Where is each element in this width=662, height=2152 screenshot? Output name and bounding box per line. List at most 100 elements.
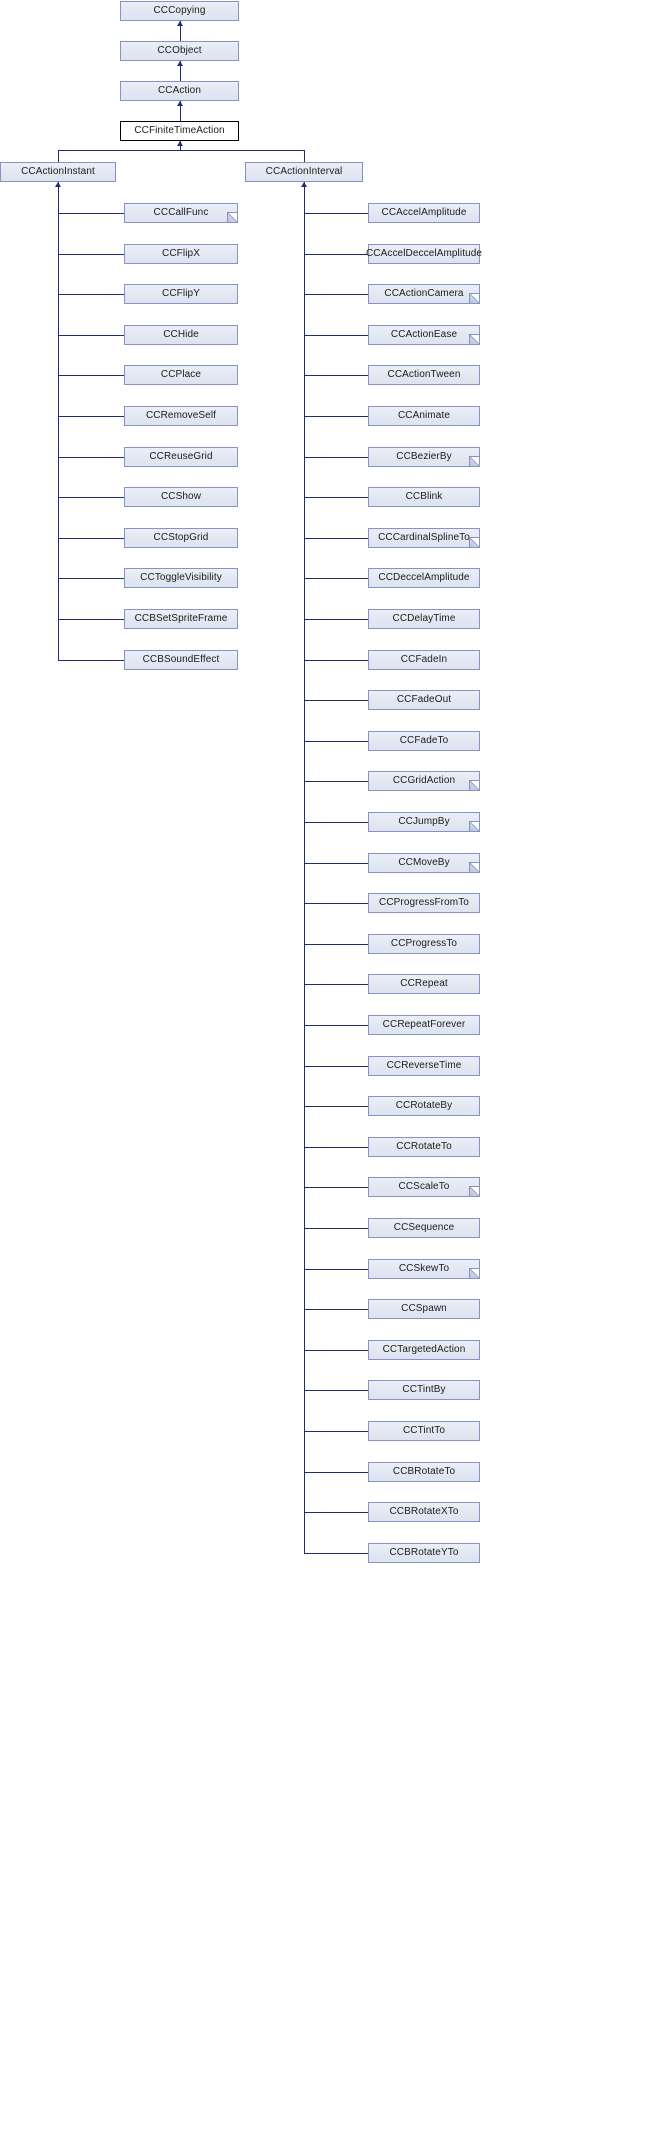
class-node-interval-child-23[interactable]: CCRotateTo [368,1137,480,1157]
class-node-ccaction[interactable]: CCAction [120,81,239,101]
class-label: CCFadeTo [399,735,449,746]
class-label: CCPlace [160,369,202,380]
class-node-interval-child-4[interactable]: CCActionTween [368,365,480,385]
class-label: CCBRotateYTo [389,1547,459,1558]
edge-branch-6 [58,457,124,458]
class-label: CCSequence [393,1222,455,1233]
edge-branch-12 [304,700,368,701]
class-node-interval-child-17[interactable]: CCProgressFromTo [368,893,480,913]
class-label: CCObject [157,45,202,56]
class-label: CCBRotateTo [392,1466,456,1477]
class-label: CCRepeat [400,978,448,989]
class-node-instant-child-4[interactable]: CCPlace [124,365,238,385]
class-node-interval-child-24[interactable]: CCScaleTo [368,1177,480,1197]
edge-branch-1 [58,254,124,255]
class-label: CCSpawn [401,1303,447,1314]
class-label: CCScaleTo [398,1181,450,1192]
class-node-interval-child-18[interactable]: CCProgressTo [368,934,480,954]
class-label: CCTintBy [402,1384,446,1395]
edge-split-right [304,150,305,162]
edge-branch-23 [304,1147,368,1148]
class-label: CCBSetSpriteFrame [134,613,228,624]
class-node-interval-child-7[interactable]: CCBlink [368,487,480,507]
class-node-interval-child-8[interactable]: CCCardinalSplineTo [368,528,480,548]
class-node-interval-child-2[interactable]: CCActionCamera [368,284,480,304]
class-node-interval-child-33[interactable]: CCBRotateYTo [368,1543,480,1563]
edge-branch-6 [304,457,368,458]
class-label: CCFlipX [162,248,200,259]
class-label: CCAction [157,85,202,96]
edge-branch-14 [304,781,368,782]
class-node-interval-child-29[interactable]: CCTintBy [368,1380,480,1400]
class-node-interval-child-28[interactable]: CCTargetedAction [368,1340,480,1360]
class-node-interval-child-15[interactable]: CCJumpBy [368,812,480,832]
edge-branch-11 [58,660,124,661]
class-node-interval-child-21[interactable]: CCReverseTime [368,1056,480,1076]
class-node-instant-child-6[interactable]: CCReuseGrid [124,447,238,467]
class-label: CCDeccelAmplitude [378,572,470,583]
class-node-ccactioninstant[interactable]: CCActionInstant [0,162,116,182]
class-node-interval-child-27[interactable]: CCSpawn [368,1299,480,1319]
class-node-instant-child-0[interactable]: CCCallFunc [124,203,238,223]
class-node-instant-child-9[interactable]: CCToggleVisibility [124,568,238,588]
class-node-interval-child-11[interactable]: CCFadeIn [368,650,480,670]
class-node-interval-child-30[interactable]: CCTintTo [368,1421,480,1441]
class-node-instant-child-11[interactable]: CCBSoundEffect [124,650,238,670]
class-node-interval-child-3[interactable]: CCActionEase [368,325,480,345]
edge-branch-32 [304,1512,368,1513]
arrow-to-ccfinitetimeaction [177,141,183,146]
class-node-interval-child-25[interactable]: CCSequence [368,1218,480,1238]
edge-CCCopying [180,21,181,41]
class-node-interval-child-22[interactable]: CCRotateBy [368,1096,480,1116]
class-node-interval-child-19[interactable]: CCRepeat [368,974,480,994]
class-node-instant-child-10[interactable]: CCBSetSpriteFrame [124,609,238,629]
class-node-interval-child-10[interactable]: CCDelayTime [368,609,480,629]
class-node-interval-child-20[interactable]: CCRepeatForever [368,1015,480,1035]
class-label: CCFlipY [162,288,200,299]
class-label: CCCopying [153,5,206,16]
class-node-interval-child-13[interactable]: CCFadeTo [368,731,480,751]
edge-branch-27 [304,1309,368,1310]
class-node-instant-child-7[interactable]: CCShow [124,487,238,507]
class-node-interval-child-16[interactable]: CCMoveBy [368,853,480,873]
class-label: CCActionInterval [265,166,343,177]
class-node-instant-child-8[interactable]: CCStopGrid [124,528,238,548]
class-node-interval-child-9[interactable]: CCDeccelAmplitude [368,568,480,588]
class-node-interval-child-12[interactable]: CCFadeOut [368,690,480,710]
class-node-interval-child-14[interactable]: CCGridAction [368,771,480,791]
edge-branch-10 [304,619,368,620]
class-label: CCRotateBy [395,1100,453,1111]
class-node-instant-child-5[interactable]: CCRemoveSelf [124,406,238,426]
class-node-interval-child-6[interactable]: CCBezierBy [368,447,480,467]
edge-branch-15 [304,822,368,823]
arrow-to-CCObject [177,61,183,66]
class-node-ccactioninterval[interactable]: CCActionInterval [245,162,363,182]
class-label: CCBezierBy [396,451,452,462]
class-label: CCFiniteTimeAction [134,125,225,136]
edge-branch-9 [58,578,124,579]
edge-branch-28 [304,1350,368,1351]
class-label: CCSkewTo [398,1263,450,1274]
edge-branch-20 [304,1025,368,1026]
class-node-instant-child-3[interactable]: CCHide [124,325,238,345]
class-node-interval-child-5[interactable]: CCAnimate [368,406,480,426]
class-node-interval-child-1[interactable]: CCAccelDeccelAmplitude [366,244,482,264]
class-label: CCProgressTo [390,938,458,949]
class-label: CCStopGrid [153,532,209,543]
class-node-interval-child-32[interactable]: CCBRotateXTo [368,1502,480,1522]
arrow-to-CCCopying [177,21,183,26]
class-node-interval-child-26[interactable]: CCSkewTo [368,1259,480,1279]
class-node-interval-child-31[interactable]: CCBRotateTo [368,1462,480,1482]
class-node-cccopying[interactable]: CCCopying [120,1,239,21]
class-node-interval-child-0[interactable]: CCAccelAmplitude [368,203,480,223]
class-label: CCGridAction [392,775,456,786]
class-node-ccfinitetimeaction[interactable]: CCFiniteTimeAction [120,121,239,141]
edge-branch-18 [304,944,368,945]
edge-branch-1 [304,254,368,255]
class-label: CCCallFunc [153,207,209,218]
class-node-ccobject[interactable]: CCObject [120,41,239,61]
edge-CCAction [180,101,181,121]
class-node-instant-child-2[interactable]: CCFlipY [124,284,238,304]
class-node-instant-child-1[interactable]: CCFlipX [124,244,238,264]
class-label: CCAccelAmplitude [381,207,467,218]
